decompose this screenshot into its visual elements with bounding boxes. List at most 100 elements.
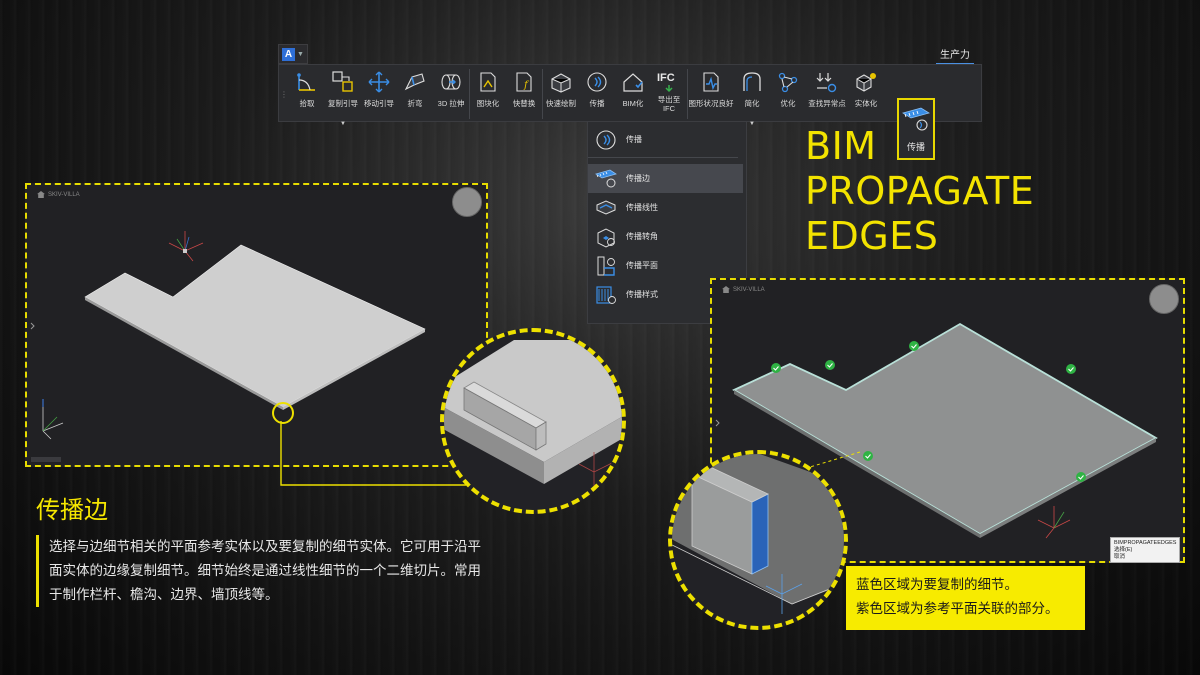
graph-status-label: 图形状况良好 — [688, 99, 734, 108]
chart-label: 图块化 — [476, 99, 500, 108]
viewport-crumb-label: SKIV-VILLA — [733, 286, 765, 293]
ribbon-tabbar: A ▼ 生产力 — [278, 44, 982, 65]
svg-text:f: f — [523, 80, 530, 91]
copy-guide-button[interactable]: 复制引导 ▼ — [325, 69, 361, 127]
propagate-button[interactable]: 传播 ▼ — [579, 69, 615, 127]
ifc-export-icon: IFC — [657, 72, 675, 93]
quick-draw-button[interactable]: 快速绘制 — [543, 69, 579, 119]
optimize-label: 优化 — [780, 99, 796, 108]
move-guide-label: 移动引导 — [364, 99, 394, 108]
app-menu-button[interactable]: A ▼ — [278, 44, 308, 64]
ribbon-grip-icon[interactable]: ⋮ — [280, 89, 288, 99]
slab-edge — [85, 297, 283, 410]
chart-button[interactable]: 图块化 — [470, 69, 506, 119]
fold-icon — [404, 73, 425, 91]
ribbon-group-blocks: 图块化 f 快替换 — [470, 69, 543, 119]
simplify-caret-icon[interactable]: ▼ — [749, 121, 755, 127]
quick-draw-label: 快速绘制 — [546, 99, 576, 108]
dropdown-header[interactable]: 传播 — [588, 122, 738, 158]
svg-text:IFC: IFC — [657, 72, 675, 84]
menu-item-propagate-style[interactable]: 传播样式 — [588, 280, 746, 309]
propagate-icon — [596, 129, 616, 150]
propagate-dropdown: 传播 传播边 传播线性 传播转角 传播平面 — [587, 121, 747, 324]
extrude-button[interactable]: 3D 拉伸 — [433, 69, 469, 119]
page-title: BIM PROPAGATE EDGES — [805, 124, 1105, 259]
left-viewport[interactable]: SKIV-VILLA — [25, 183, 488, 467]
chevron-down-icon: ▼ — [297, 50, 304, 58]
popup-option-select[interactable]: 选择(E) — [1114, 547, 1133, 553]
house-icon — [623, 73, 643, 92]
home-icon — [37, 191, 45, 198]
fold-label: 折弯 — [407, 99, 423, 108]
fold-button[interactable]: 折弯 — [397, 69, 433, 119]
copy-guide-caret-icon[interactable]: ▼ — [340, 121, 346, 127]
graph-status-button[interactable]: 图形状况良好 — [688, 69, 734, 119]
slab-edge-right — [283, 329, 425, 410]
bimify-label: BIM化 — [622, 99, 644, 108]
find-anomaly-icon — [816, 73, 837, 93]
section-description: 选择与边细节相关的平面参考实体以及要复制的细节实体。它可用于沿平面实体的边缘复制… — [36, 535, 492, 607]
command-popup[interactable]: BIMPROPAGATEEDGES 选择(E) 取消 — [1110, 537, 1180, 563]
slab-edge-right — [980, 438, 1156, 538]
solidify-icon — [856, 73, 876, 92]
viewport-breadcrumb: SKIV-VILLA — [722, 286, 765, 293]
fast-replace-button[interactable]: f 快替换 — [506, 69, 542, 119]
menu-item-propagate-linear[interactable]: 传播线性 — [588, 193, 746, 222]
viewport-breadcrumb: SKIV-VILLA — [37, 191, 80, 198]
graph-status-icon — [703, 72, 719, 92]
propagate-linear-icon — [596, 199, 616, 215]
legend-note: 蓝色区域为要复制的细节。 紫色区域为参考平面关联的部分。 — [846, 566, 1085, 630]
propagate-corner-icon — [597, 227, 615, 248]
left-scene — [30, 231, 426, 462]
tab-productivity[interactable]: 生产力 — [936, 44, 974, 65]
popup-option-cancel[interactable]: 取消 — [1114, 554, 1126, 560]
view-cube-icon[interactable] — [1149, 284, 1179, 314]
find-anomaly-button[interactable]: 查找异常点 — [806, 69, 848, 119]
ucs-icon — [1037, 506, 1071, 539]
dropdown-header-label: 传播 — [626, 135, 642, 144]
menu-item-label: 传播转角 — [626, 232, 658, 241]
section-heading: 传播边 — [36, 496, 108, 524]
find-anomaly-label: 查找异常点 — [808, 99, 846, 108]
copy-guide-icon — [332, 71, 353, 92]
propagate-plane-icon — [597, 256, 615, 276]
ribbon-group-cleanup: 图形状况良好 简化 ▼ 优化 — [688, 69, 884, 127]
edge-detail-closeup — [672, 454, 844, 614]
propagate-icon — [587, 72, 607, 92]
optimize-button[interactable]: 优化 — [770, 69, 806, 119]
popup-command-name: BIMPROPAGATEEDGES — [1114, 540, 1177, 546]
side-handle-icon — [715, 419, 720, 427]
move-guide-icon — [368, 71, 390, 93]
select-button[interactable]: 拾取 — [289, 69, 325, 119]
solidify-button[interactable]: 实体化 — [848, 69, 884, 119]
propagate-edges-icon — [902, 107, 930, 131]
edge-detail-closeup — [444, 340, 622, 492]
solidify-label: 实体化 — [854, 99, 878, 108]
check-marker-icon — [771, 341, 1086, 482]
menu-item-label: 传播样式 — [626, 290, 658, 299]
replace-icon: f — [516, 72, 532, 92]
optimize-icon — [778, 72, 798, 93]
menu-item-label: 传播平面 — [626, 261, 658, 270]
simplify-button[interactable]: 简化 ▼ — [734, 69, 770, 127]
select-label: 拾取 — [299, 99, 315, 108]
propagate-style-icon — [596, 285, 616, 304]
simplify-icon — [743, 72, 761, 91]
title-line-2: PROPAGATE — [805, 169, 1035, 213]
note-line-purple: 紫色区域为参考平面关联的部分。 — [856, 601, 1059, 616]
menu-item-label: 传播边 — [626, 174, 650, 183]
bimify-button[interactable]: BIM化 — [615, 69, 651, 119]
propagate-label: 传播 — [589, 99, 605, 108]
menu-item-propagate-edges[interactable]: 传播边 — [588, 164, 743, 193]
fast-replace-label: 快替换 — [512, 99, 536, 108]
menu-item-propagate-plane[interactable]: 传播平面 — [588, 251, 746, 280]
select-icon — [297, 73, 315, 91]
move-guide-button[interactable]: 移动引导 — [361, 69, 397, 119]
app-logo-icon: A — [282, 47, 296, 61]
menu-item-propagate-corner[interactable]: 传播转角 — [588, 222, 746, 251]
menu-item-label: 传播线性 — [626, 203, 658, 212]
extrude-icon — [441, 74, 461, 90]
view-cube-icon[interactable] — [452, 187, 482, 217]
